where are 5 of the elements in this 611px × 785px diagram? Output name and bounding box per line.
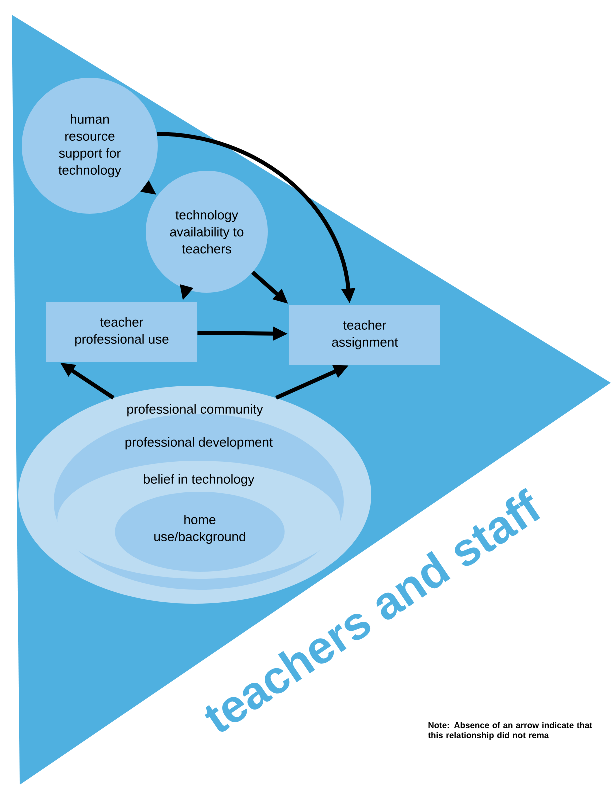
node-label: belief in technology: [144, 474, 255, 487]
ellipse-band: home use/background: [115, 492, 285, 572]
factor-box: teacher assignment: [290, 305, 440, 365]
note-text: Note: Absence of an arrow indicate that this relationship did not rema: [428, 722, 592, 740]
factor-box: teacher professional use: [46, 302, 198, 362]
